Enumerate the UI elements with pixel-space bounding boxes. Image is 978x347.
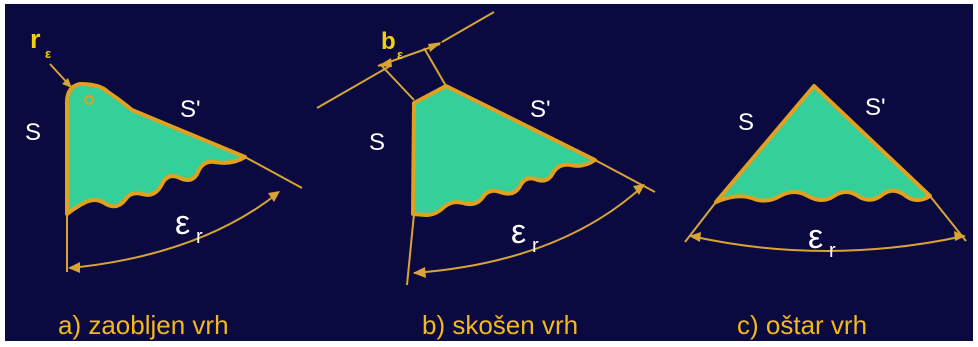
panel-a-angle-arc (69, 192, 279, 269)
panel-b-b-label: b (381, 28, 396, 55)
panel-b-epsilon-label: ε (511, 213, 526, 251)
panel-b-extension-left (379, 63, 415, 101)
panel-a-r-label: r (30, 24, 41, 54)
panel-c-s-label: S (738, 109, 754, 136)
panel-c-epsilon-sub: r (829, 240, 836, 262)
panel-b-left-extension (406, 213, 415, 286)
panel-b-arrowhead-left (378, 58, 392, 67)
panel-c-arrowhead-left (689, 232, 701, 242)
panel-a-radius-arrowhead (62, 78, 72, 88)
panel-b-extension-right (423, 47, 447, 87)
panel-b-insert-shape (411, 84, 597, 217)
panel-c: S S' ε r c) oštar vrh (684, 84, 967, 340)
panel-c-arrowhead-right (954, 231, 966, 241)
panel-b-s-prime-label: S' (530, 96, 551, 123)
panel-a-epsilon-sub: r (196, 226, 203, 248)
panel-b-epsilon-sub: r (532, 235, 539, 257)
panel-a-right-extension (244, 156, 303, 189)
panel-b-left-guide-line (316, 65, 391, 109)
panel-c-caption: c) oštar vrh (737, 310, 867, 340)
panel-b-s-label: S (369, 129, 385, 156)
panel-a-epsilon-label: ε (175, 204, 190, 242)
panel-a-s-label: S (25, 119, 41, 146)
panel-b: S S' ε r b ε b) skošen vrh (316, 11, 656, 340)
panel-b-right-extension (594, 159, 656, 193)
panel-a: S S' ε r r ε a) zaobljen vrh (25, 24, 303, 340)
panel-a-insert-shape (64, 82, 247, 216)
panel-b-caption: b) skošen vrh (422, 310, 578, 340)
panel-a-s-prime-label: S' (180, 96, 201, 123)
panel-b-arrowhead-bottom-right (633, 184, 645, 195)
panel-c-insert-shape (714, 84, 932, 204)
panel-a-arrowhead-right (268, 191, 280, 202)
panel-b-right-guide-line (441, 11, 495, 43)
panel-a-r-sub: ε (45, 46, 51, 61)
panel-a-arrowhead-left (68, 262, 80, 273)
panel-b-angle-arc (413, 185, 644, 274)
panel-b-arrowhead-bottom-left (413, 267, 426, 278)
panel-b-arrowhead-right (428, 42, 442, 52)
panel-c-epsilon-label: ε (808, 218, 823, 256)
panel-a-tip-centre (84, 95, 94, 105)
panel-c-angle-arc (690, 235, 965, 252)
panel-c-left-extension (684, 201, 717, 243)
panel-c-s-prime-label: S' (865, 94, 886, 121)
panel-a-caption: a) zaobljen vrh (58, 310, 229, 340)
panel-b-b-sub: ε (397, 47, 403, 62)
